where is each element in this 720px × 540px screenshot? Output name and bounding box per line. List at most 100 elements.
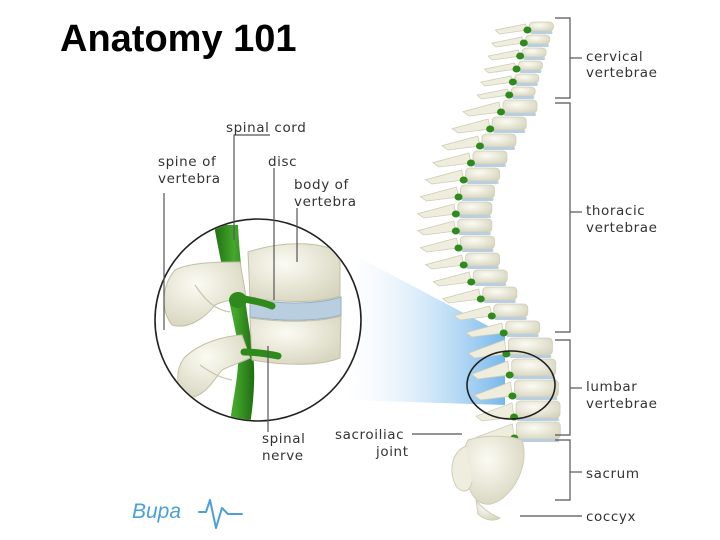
spinous-process xyxy=(441,288,482,304)
bupa-logo: Bupa xyxy=(132,499,243,529)
spinous-process xyxy=(451,118,491,134)
spinous-process xyxy=(490,36,525,48)
vertebra xyxy=(481,133,517,148)
sacrum xyxy=(462,435,525,505)
slide-title: Anatomy 101 xyxy=(60,18,297,60)
vertebra xyxy=(513,379,559,398)
detail-leaders xyxy=(163,134,462,435)
intervertebral-disc xyxy=(517,418,560,421)
label-thoracic-2: vertebrae xyxy=(586,220,658,236)
intervertebral-disc xyxy=(458,232,491,235)
nerve-root xyxy=(512,65,521,73)
intervertebral-disc xyxy=(466,266,499,269)
vertebra xyxy=(457,218,493,233)
intervertebral-disc xyxy=(474,283,507,286)
spinous-process xyxy=(475,402,515,422)
coccyx xyxy=(475,499,502,521)
nerve-root xyxy=(459,176,468,184)
nerve-root xyxy=(508,392,517,400)
vertebra xyxy=(460,235,495,250)
bupa-heartbeat-icon xyxy=(198,499,243,529)
label-spine-of-vertebra-1: spine of xyxy=(158,154,217,170)
nerve-root xyxy=(454,244,463,252)
nerve-root xyxy=(499,329,508,337)
nerve-root xyxy=(487,312,496,320)
intervertebral-disc xyxy=(517,439,560,442)
spinous-process xyxy=(416,220,457,236)
nerve-root xyxy=(459,261,468,269)
region-brackets xyxy=(520,17,582,517)
label-body-of-vertebra-2: vertebra xyxy=(294,194,357,210)
vertebra xyxy=(460,184,495,199)
ilium-edge xyxy=(451,445,473,492)
intervertebral-disc xyxy=(509,355,552,358)
vertebra xyxy=(515,421,561,440)
zoom-nerve-root-lower xyxy=(240,348,282,360)
lumbar-highlight-circle xyxy=(466,350,556,420)
nerve-root xyxy=(475,142,484,150)
intervertebral-disc xyxy=(519,70,542,73)
bupa-logo-text: Bupa xyxy=(132,500,181,523)
nerve-root xyxy=(497,108,505,116)
label-sacroiliac-joint-2: joint xyxy=(375,444,409,460)
intervertebral-disc xyxy=(515,397,558,400)
nerve-root xyxy=(451,210,460,218)
spinous-process xyxy=(494,23,528,35)
nerve-root xyxy=(467,278,476,286)
spine-column xyxy=(416,21,561,521)
vertebra xyxy=(493,303,529,318)
intervertebral-disc xyxy=(466,181,499,184)
vertebra xyxy=(515,400,561,419)
intervertebral-disc xyxy=(504,113,536,116)
label-cervical-1: cervical xyxy=(586,49,643,65)
label-spinal-nerve-1: spinal xyxy=(262,431,306,447)
vertebra xyxy=(465,252,501,267)
spinous-process xyxy=(441,135,481,151)
spinous-process xyxy=(483,62,518,74)
nerve-root xyxy=(486,125,495,133)
spinous-process xyxy=(419,237,459,253)
spinous-process xyxy=(424,254,465,270)
label-lumbar-2: vertebrae xyxy=(586,396,658,412)
intervertebral-disc xyxy=(512,376,555,379)
nerve-root xyxy=(476,295,485,303)
intervertebral-disc xyxy=(526,44,549,47)
zoom-beam xyxy=(345,258,505,405)
vertebra xyxy=(472,150,508,165)
nerve-root xyxy=(516,52,525,60)
nerve-root xyxy=(454,193,463,201)
label-lumbar-1: lumbar xyxy=(586,379,637,395)
label-spine-of-vertebra-2: vertebra xyxy=(158,171,221,187)
intervertebral-disc xyxy=(512,96,535,99)
label-sacroiliac-joint-1: sacroiliac xyxy=(335,427,404,443)
intervertebral-disc xyxy=(493,130,526,133)
label-coccyx: coccyx xyxy=(586,509,636,525)
label-sacrum: sacrum xyxy=(586,466,640,482)
spinous-process xyxy=(470,360,511,380)
vertebra xyxy=(507,337,553,356)
vertebra xyxy=(529,21,554,32)
intervertebral-disc xyxy=(461,198,494,201)
spinous-process xyxy=(416,203,457,219)
label-body-of-vertebra-1: body of xyxy=(294,177,350,193)
vertebra xyxy=(465,167,501,182)
intervertebral-disc xyxy=(530,31,553,34)
zoom-spinous-process-upper xyxy=(163,261,247,327)
spinous-process xyxy=(462,101,502,117)
zoom-vertebra-body-upper xyxy=(247,243,341,302)
vertebra xyxy=(521,47,547,58)
nerve-root xyxy=(502,350,511,358)
vertebra xyxy=(482,286,518,301)
intervertebral-disc xyxy=(483,300,516,303)
label-cervical-2: vertebrae xyxy=(586,65,658,81)
spinous-process xyxy=(473,381,513,401)
vertebra xyxy=(510,86,536,97)
vertebra xyxy=(518,60,543,71)
label-spinal-cord: spinal cord xyxy=(226,120,306,136)
nerve-root xyxy=(523,26,532,34)
vertebra xyxy=(457,201,493,216)
nerve-root xyxy=(519,39,528,47)
nerve-root xyxy=(466,159,475,167)
intervertebral-disc xyxy=(461,249,494,252)
